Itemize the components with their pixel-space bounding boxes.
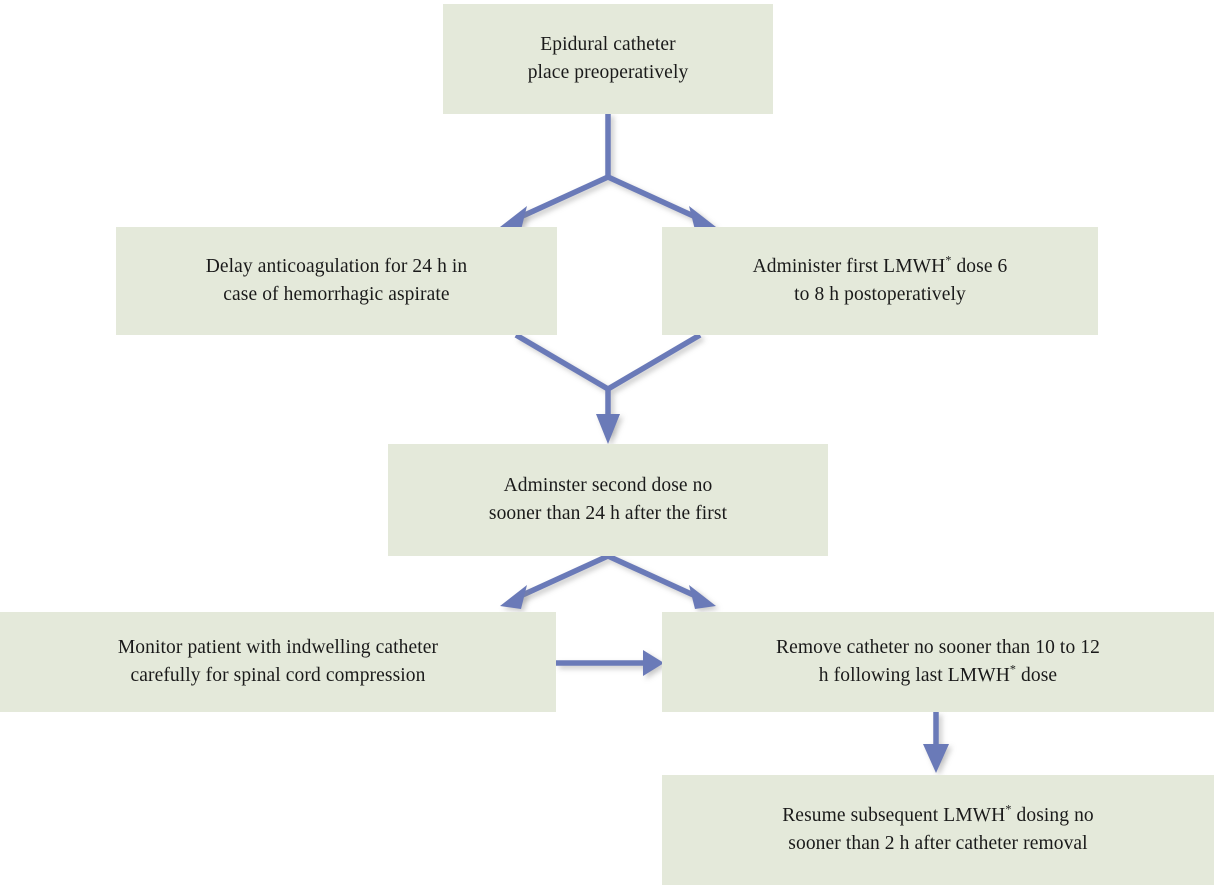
footnote-marker-icon: * <box>945 253 952 268</box>
node-text-resume-lmwh-dosing: Resume subsequent LMWH* dosing no sooner … <box>782 802 1094 857</box>
footnote-marker-icon: * <box>1005 802 1012 817</box>
node-text-monitor-patient: Monitor patient with indwelling catheter… <box>117 637 439 686</box>
edge-n1-to-n2-line <box>514 174 610 222</box>
remove-line2-after: dose <box>1016 665 1058 686</box>
arrowhead-n4-to-n5 <box>500 585 527 609</box>
node-delay-anticoagulation[interactable]: Delay anticoagulation for 24 h in case o… <box>116 227 557 335</box>
node-administer-first-lmwh-dose[interactable]: Administer first LMWH* dose 6 to 8 h post… <box>662 227 1098 335</box>
edge-n2-to-merge-line <box>514 332 610 392</box>
node-text-administer-first-lmwh-dose: Administer first LMWH* dose 6 to 8 h post… <box>753 253 1008 308</box>
node-monitor-patient[interactable]: Monitor patient with indwelling catheter… <box>0 612 556 712</box>
node-text-remove-catheter: Remove catheter no sooner than 10 to 12 h… <box>776 634 1100 689</box>
lmwh-line1-after: dose 6 <box>951 256 1008 278</box>
node-remove-catheter[interactable]: Remove catheter no sooner than 10 to 12 h… <box>662 612 1214 712</box>
arrowhead-n6-to-n7 <box>923 744 949 773</box>
resume-line2: sooner than 2 h after catheter removal <box>788 833 1088 854</box>
node-text-administer-second-dose: Adminster second dose no sooner than 24 … <box>488 475 728 524</box>
footnote-marker-icon: * <box>1009 662 1017 677</box>
edge-n3-to-merge-line <box>606 332 702 392</box>
edge-n1-to-n3-line <box>606 174 702 222</box>
arrowhead-merge-to-n4 <box>596 414 620 444</box>
resume-line1-after: dosing no <box>1011 805 1094 827</box>
lmwh-line2: to 8 h postoperatively <box>794 284 966 305</box>
remove-line1: Remove catheter no sooner than 10 to 12 <box>776 637 1100 659</box>
node-administer-second-dose[interactable]: Adminster second dose no sooner than 24 … <box>388 444 828 556</box>
arrowhead-n4-to-n6 <box>689 585 716 609</box>
remove-line2-before: h following last LMWH <box>818 665 1010 686</box>
resume-line1-before: Resume subsequent LMWH <box>782 805 1006 827</box>
node-epidural-catheter-placement[interactable]: Epidural catheter place preoperatively <box>443 4 773 114</box>
node-text-epidural-catheter-placement: Epidural catheter place preoperatively <box>527 34 689 83</box>
edge-n4-to-n5-line <box>514 553 610 601</box>
node-resume-lmwh-dosing[interactable]: Resume subsequent LMWH* dosing no sooner … <box>662 775 1214 885</box>
edge-n4-to-n6-line <box>606 553 702 601</box>
node-text-delay-anticoagulation: Delay anticoagulation for 24 h in case o… <box>205 256 468 305</box>
lmwh-line1-before: Administer first LMWH <box>752 256 946 278</box>
arrowhead-n5-to-n6 <box>643 650 664 676</box>
